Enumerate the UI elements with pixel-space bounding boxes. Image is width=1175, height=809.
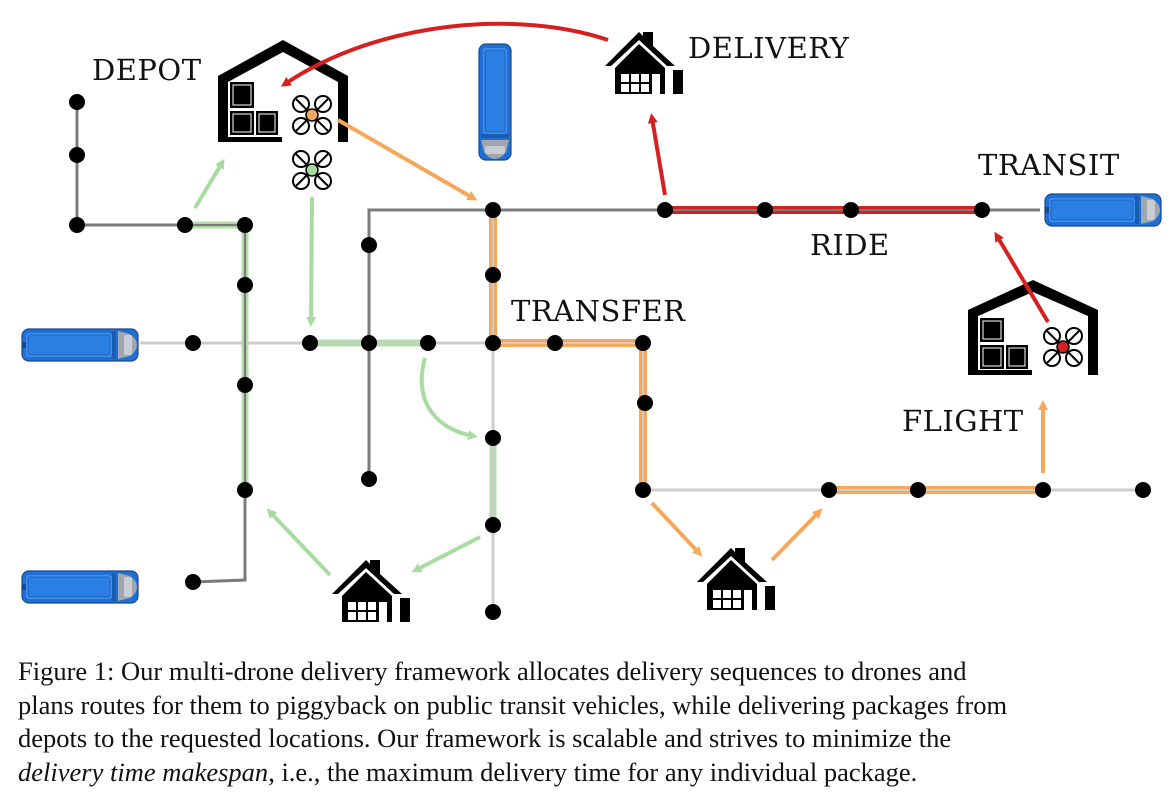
caption-line-1: Figure 1: Our multi-drone delivery frame… [18, 656, 967, 686]
transfer-label: TRANSFER [511, 294, 686, 328]
depot-label: DEPOT [92, 53, 202, 87]
bus-icon [21, 570, 139, 604]
house-icon [332, 560, 410, 622]
bus-icon [1044, 193, 1162, 227]
caption-line-4-rest: , i.e., the maximum delivery time for an… [268, 756, 918, 787]
bus-icon [21, 328, 139, 362]
drone-icon [305, 108, 319, 122]
delivery-label: DELIVERY [688, 31, 850, 65]
drone-icon [1056, 340, 1070, 354]
caption-line-3: depots to the requested locations. Our f… [18, 723, 952, 753]
orange-route [489, 210, 1043, 494]
house-icon [697, 548, 775, 610]
depot-warehouse-icon [968, 280, 1098, 375]
red-arrows [280, 21, 1050, 324]
green-route [185, 221, 497, 525]
orange-arrows [336, 118, 1048, 562]
figure-caption: Figure 1: Our multi-drone delivery frame… [18, 655, 1168, 789]
drone-icon [305, 163, 319, 177]
transit-label: TRANSIT [978, 148, 1120, 182]
house-icon [605, 32, 683, 94]
caption-line-2: plans routes for them to piggyback on pu… [18, 689, 1008, 720]
transit-stops [69, 94, 1151, 620]
route-centerlines [185, 209, 1043, 525]
green-arrows [193, 158, 481, 577]
flight-label: FLIGHT [902, 404, 1024, 438]
caption-emphasis: delivery time makespan [18, 756, 269, 787]
bus-icon [478, 43, 512, 161]
caption-line-4: delivery time makespan, i.e., the maximu… [18, 756, 1168, 790]
ride-label: RIDE [810, 228, 890, 262]
